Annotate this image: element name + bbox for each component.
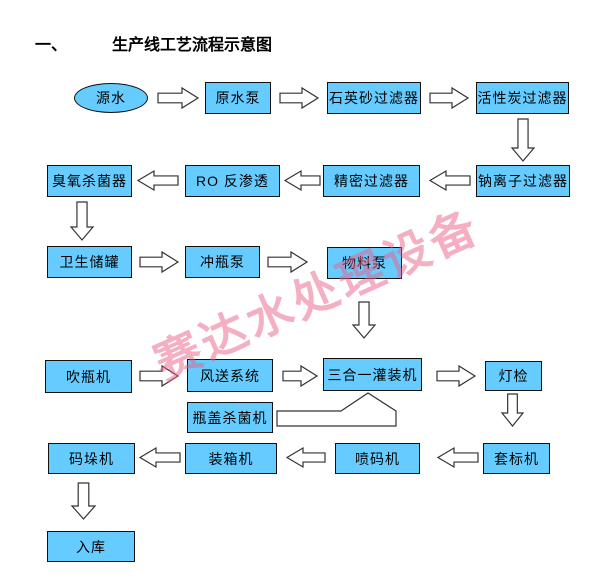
- flow-node-inkjet-coder: 喷码机: [335, 443, 420, 474]
- flow-node-ro-reverse-osmosis: RO 反渗透: [185, 165, 280, 197]
- arrow-labeler-to-inkjet-icon: [436, 446, 479, 469]
- arrow-material-pump-to-filler-icon: [351, 301, 377, 339]
- arrow-ozone-to-tank-icon: [69, 201, 95, 241]
- arrow-palletizer-to-warehouse-icon: [70, 482, 97, 520]
- arrow-cap-sterilizer-to-filler-icon: [276, 392, 397, 427]
- flow-node-sleeve-labeler: 套标机: [483, 443, 550, 474]
- flow-node-light-inspection: 灯检: [485, 361, 542, 391]
- flow-node-sanitary-storage-tank: 卫生储罐: [47, 246, 132, 278]
- arrow-filler-to-light-insp-icon: [436, 364, 477, 388]
- flow-node-bottle-rinsing-pump: 冲瓶泵: [185, 246, 260, 278]
- flow-node-quartz-sand-filter: 石英砂过滤器: [327, 82, 421, 114]
- flow-node-case-packer: 装箱机: [185, 443, 277, 474]
- arrow-precision-to-ro-icon: [283, 169, 321, 192]
- page-title: 生产线工艺流程示意图: [112, 37, 273, 54]
- flow-node-palletizer: 码垛机: [48, 443, 135, 474]
- flow-node-source-water: 源水: [74, 83, 148, 113]
- arrow-sodium-to-precision-icon: [428, 169, 471, 192]
- flow-node-three-in-one-filler: 三合一灌装机: [323, 358, 422, 391]
- flow-node-warehousing: 入库: [47, 531, 135, 562]
- arrow-rinse-to-material-pump-icon: [267, 250, 309, 274]
- flow-node-material-pump: 物料泵: [327, 247, 402, 279]
- arrow-air-conveyor-to-filler-icon: [282, 364, 319, 388]
- flow-node-cap-sterilizer: 瓶盖杀菌机: [187, 402, 273, 433]
- arrow-case-packer-to-palletizer-icon: [138, 446, 181, 469]
- arrow-source-to-raw-pump-icon: [157, 86, 200, 110]
- arrow-tank-to-rinse-pump-icon: [139, 250, 180, 274]
- arrow-inkjet-to-case-packer-icon: [285, 446, 326, 469]
- section-number: 一、: [35, 37, 68, 54]
- flow-node-ozone-sterilizer: 臭氧杀菌器: [47, 165, 132, 197]
- flow-node-activated-carbon-filter: 活性炭过滤器: [476, 82, 569, 114]
- arrow-ro-to-ozone-icon: [136, 169, 179, 192]
- page-title-row: 一、 生产线工艺流程示意图: [35, 31, 272, 55]
- arrow-carbon-to-sodium-icon: [510, 118, 536, 162]
- flow-node-precision-filter: 精密过滤器: [323, 165, 420, 197]
- arrow-light-insp-to-labeler-icon: [500, 393, 525, 427]
- arrow-raw-pump-to-quartz-icon: [279, 86, 320, 110]
- flow-node-sodium-ion-filter: 钠离子过滤器: [476, 165, 570, 197]
- arrow-blow-to-air-conveyor-icon: [139, 364, 180, 388]
- arrow-quartz-to-carbon-icon: [429, 86, 470, 110]
- flow-node-blow-molding-machine: 吹瓶机: [45, 360, 132, 393]
- flow-node-raw-water-pump: 原水泵: [205, 82, 271, 114]
- flow-node-air-conveyor-system: 风送系统: [187, 359, 273, 392]
